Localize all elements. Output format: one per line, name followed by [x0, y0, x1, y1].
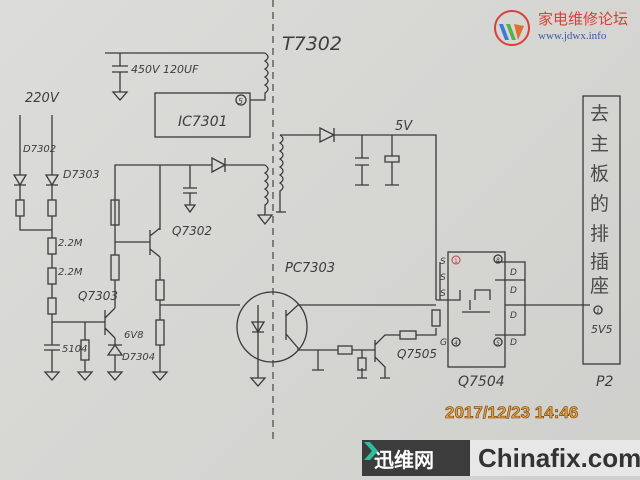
- timestamp: 2017/12/23 14:46: [445, 403, 578, 422]
- ic-pin-label: 5: [238, 97, 243, 106]
- forum-logo: 家电维修论坛 www.jdwx.info: [490, 6, 640, 48]
- pin-8: 8: [496, 257, 500, 264]
- watermark-banner: 迅维网 Chinafix.com: [362, 440, 640, 476]
- pin-1: 1: [454, 258, 458, 265]
- pc7303-label: PC7303: [285, 261, 335, 276]
- pc7303: PC7303: [236, 261, 436, 387]
- transformer-label: T7302: [282, 33, 342, 55]
- connector-char: 座: [590, 275, 609, 297]
- q7505-label: Q7505: [397, 347, 437, 361]
- connector-name: P2: [596, 374, 613, 390]
- connector-char: 主: [590, 133, 609, 155]
- q7505: Q7505: [312, 309, 441, 379]
- connector-p2: 去 主 板 的 排 插 座 1 5V5 P2: [582, 95, 621, 390]
- ic-label: IC7301: [178, 114, 228, 130]
- connector-char: 去: [590, 103, 609, 125]
- d7304-label: D7304: [122, 352, 155, 363]
- pin-d3: D: [510, 311, 517, 321]
- watermark-cn: 迅维网: [374, 447, 434, 472]
- aux-winding: [256, 164, 274, 226]
- d7302-label: D7302: [23, 144, 56, 155]
- q7303-label: Q7303: [78, 289, 118, 303]
- r2-label: 2.2M: [58, 267, 83, 278]
- q7303: Q7303 6V8 D7304: [78, 199, 155, 381]
- input-voltage-label: 220V: [25, 91, 60, 106]
- q7504: S S S G D D D D 1 8 4 5 Q7504: [436, 251, 590, 390]
- logo-icon: [494, 10, 530, 46]
- pin-d1: D: [510, 268, 517, 278]
- r1-label: 2.2M: [58, 238, 83, 249]
- connector-char: 的: [590, 193, 609, 215]
- chevron-icon: [364, 442, 378, 460]
- pin-s3: S: [440, 289, 446, 299]
- pin-5: 5: [496, 340, 500, 347]
- logo-url: www.jdwx.info: [538, 30, 607, 42]
- watermark-en: Chinafix.com: [478, 442, 640, 473]
- primary-winding: 450V 120UF 5 IC7301: [105, 52, 269, 138]
- pin-d2: D: [510, 286, 517, 296]
- connector-pin-label: 5V5: [591, 323, 613, 336]
- secondary-winding: [276, 134, 286, 213]
- connector-char: 排: [590, 223, 609, 245]
- connector-pin: 1: [596, 308, 600, 315]
- aux-rectifier: [114, 156, 265, 230]
- cap-main-label: 450V 120UF: [131, 63, 199, 76]
- pin-g: G: [440, 338, 447, 348]
- q7302: Q7302: [115, 224, 240, 381]
- ic7301-box: [154, 92, 251, 138]
- q7302-label: Q7302: [172, 224, 212, 238]
- zener-value-label: 6V8: [124, 330, 144, 341]
- connector-char: 板: [590, 163, 609, 185]
- pin-s1: S: [440, 257, 446, 267]
- logo-title: 家电维修论坛: [538, 10, 629, 28]
- q7504-label: Q7504: [458, 374, 505, 390]
- output-voltage-label: 5V: [395, 119, 413, 134]
- startup-network: D7302 D7303 2.2M 2.2M 5104: [12, 115, 105, 381]
- connector-char: 插: [590, 251, 609, 273]
- pin-s2: S: [440, 273, 446, 283]
- output-rectifier: 5V: [280, 119, 437, 300]
- cap-small-label: 5104: [62, 344, 87, 355]
- pin-d4: D: [510, 338, 517, 348]
- pin-4: 4: [454, 340, 458, 347]
- d7303-label: D7303: [63, 168, 99, 181]
